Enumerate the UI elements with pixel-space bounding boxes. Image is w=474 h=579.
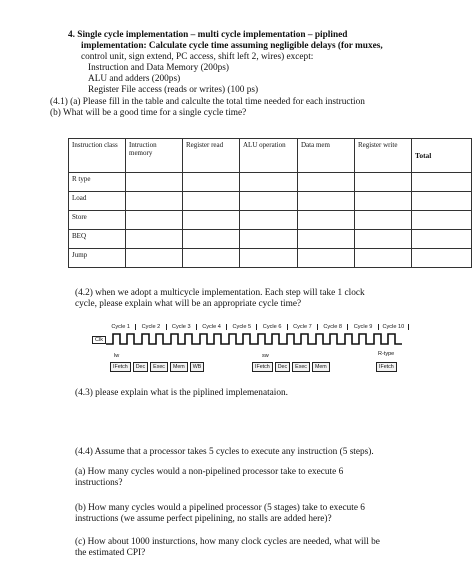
- q4-title-line1: 4. Single cycle implementation – multi c…: [68, 30, 348, 40]
- row-label: Load: [68, 191, 126, 211]
- rtype-stages: IFetch: [376, 362, 399, 372]
- header-alu-operation: ALU operation: [239, 138, 298, 173]
- stage-box: Exec: [292, 362, 310, 372]
- stage-box: Exec: [150, 362, 168, 372]
- table-row: Jump: [68, 248, 472, 268]
- multicycle-timing-diagram: Cycle 1 Cycle 2 Cycle 3 Cycle 4 Cycle 5 …: [90, 321, 410, 379]
- row-label: R type: [68, 172, 126, 192]
- cycle-label: Cycle 2: [136, 324, 167, 330]
- cycle-label: Cycle 7: [288, 324, 319, 330]
- q4-line6: Register File access (reads or writes) (…: [88, 85, 259, 95]
- q44-a-line2: instructions?: [75, 478, 123, 488]
- q4-line4: Instruction and Data Memory (200ps): [88, 63, 229, 73]
- q44-a-line1: (a) How many cycles would a non-pipeline…: [75, 467, 344, 477]
- cycle-label: Cycle 3: [167, 324, 197, 330]
- stage-box: Mem: [169, 362, 188, 372]
- table-row: Load: [68, 191, 472, 211]
- q44-c-line1: (c) How about 1000 insturctions, how man…: [75, 537, 380, 547]
- cycle-labels: Cycle 1 Cycle 2 Cycle 3 Cycle 4 Cycle 5 …: [106, 324, 409, 330]
- q4-line3: control unit, sign extend, PC access, sh…: [81, 52, 314, 62]
- q4-line5: ALU and adders (200ps): [88, 74, 181, 84]
- cycle-label: Cycle 1: [106, 324, 137, 330]
- q44-intro: (4.4) Assume that a processor takes 5 cy…: [75, 447, 374, 457]
- header-register-read: Register read: [182, 138, 240, 173]
- cycle-label: Cycle 9: [348, 324, 379, 330]
- stage-box: Dec: [274, 362, 291, 372]
- q43-text: (4.3) please explain what is the pipline…: [75, 388, 288, 398]
- header-total: Total: [411, 138, 472, 173]
- q41-part-b: (b) What will be a good time for a singl…: [50, 108, 247, 118]
- cycle-label: Cycle 4: [197, 324, 228, 330]
- clock-waveform: [106, 333, 402, 345]
- q44-b-line1: (b) How many cycles would a pipelined pr…: [75, 503, 365, 513]
- table-row: BEQ: [68, 229, 472, 249]
- cycle-label: Cycle 5: [227, 324, 258, 330]
- clock-label: Clk: [92, 336, 106, 344]
- table-row: R type: [68, 172, 472, 192]
- q44-b-line2: instructions (we assume perfect pipelini…: [75, 514, 332, 524]
- cycle-label: Cycle 10: [379, 324, 409, 330]
- header-instruction-class: Instruction class: [68, 138, 126, 173]
- row-label: BEQ: [68, 229, 126, 249]
- table-header-row: Instruction class Intruction memory Regi…: [68, 138, 472, 173]
- q41-part-a: (4.1) (a) Please fill in the table and c…: [50, 97, 365, 107]
- stage-box: IFetch: [110, 362, 131, 372]
- row-label: Jump: [68, 248, 126, 268]
- q42-line1: (4.2) when we adopt a multicycle impleme…: [75, 288, 365, 298]
- sw-label: sw: [262, 353, 269, 359]
- stage-box: WB: [189, 362, 205, 372]
- stage-box: IFetch: [376, 362, 397, 372]
- cycle-label: Cycle 6: [257, 324, 288, 330]
- q44-c-line2: the estimated CPI?: [75, 548, 146, 558]
- header-instruction-memory: Intruction memory: [125, 138, 183, 173]
- table-row: Store: [68, 210, 472, 230]
- stage-box: Dec: [132, 362, 149, 372]
- cycle-label: Cycle 8: [318, 324, 349, 330]
- header-data-mem: Data mem: [297, 138, 355, 173]
- lw-stages: IFetch Dec Exec Mem WB: [110, 362, 206, 372]
- stage-box: Mem: [311, 362, 330, 372]
- sw-stages: IFetch Dec Exec Mem: [252, 362, 332, 372]
- q42-line2: cycle, please explain what will be an ap…: [75, 299, 302, 309]
- rtype-label: R-type: [378, 351, 395, 357]
- q4-title-line2: implementation: Calculate cycle time ass…: [81, 41, 383, 51]
- stage-box: IFetch: [252, 362, 273, 372]
- lw-label: lw: [114, 353, 120, 359]
- header-register-write: Register write: [354, 138, 412, 173]
- row-label: Store: [68, 210, 126, 230]
- instruction-time-table: Instruction class Intruction memory Regi…: [68, 138, 472, 268]
